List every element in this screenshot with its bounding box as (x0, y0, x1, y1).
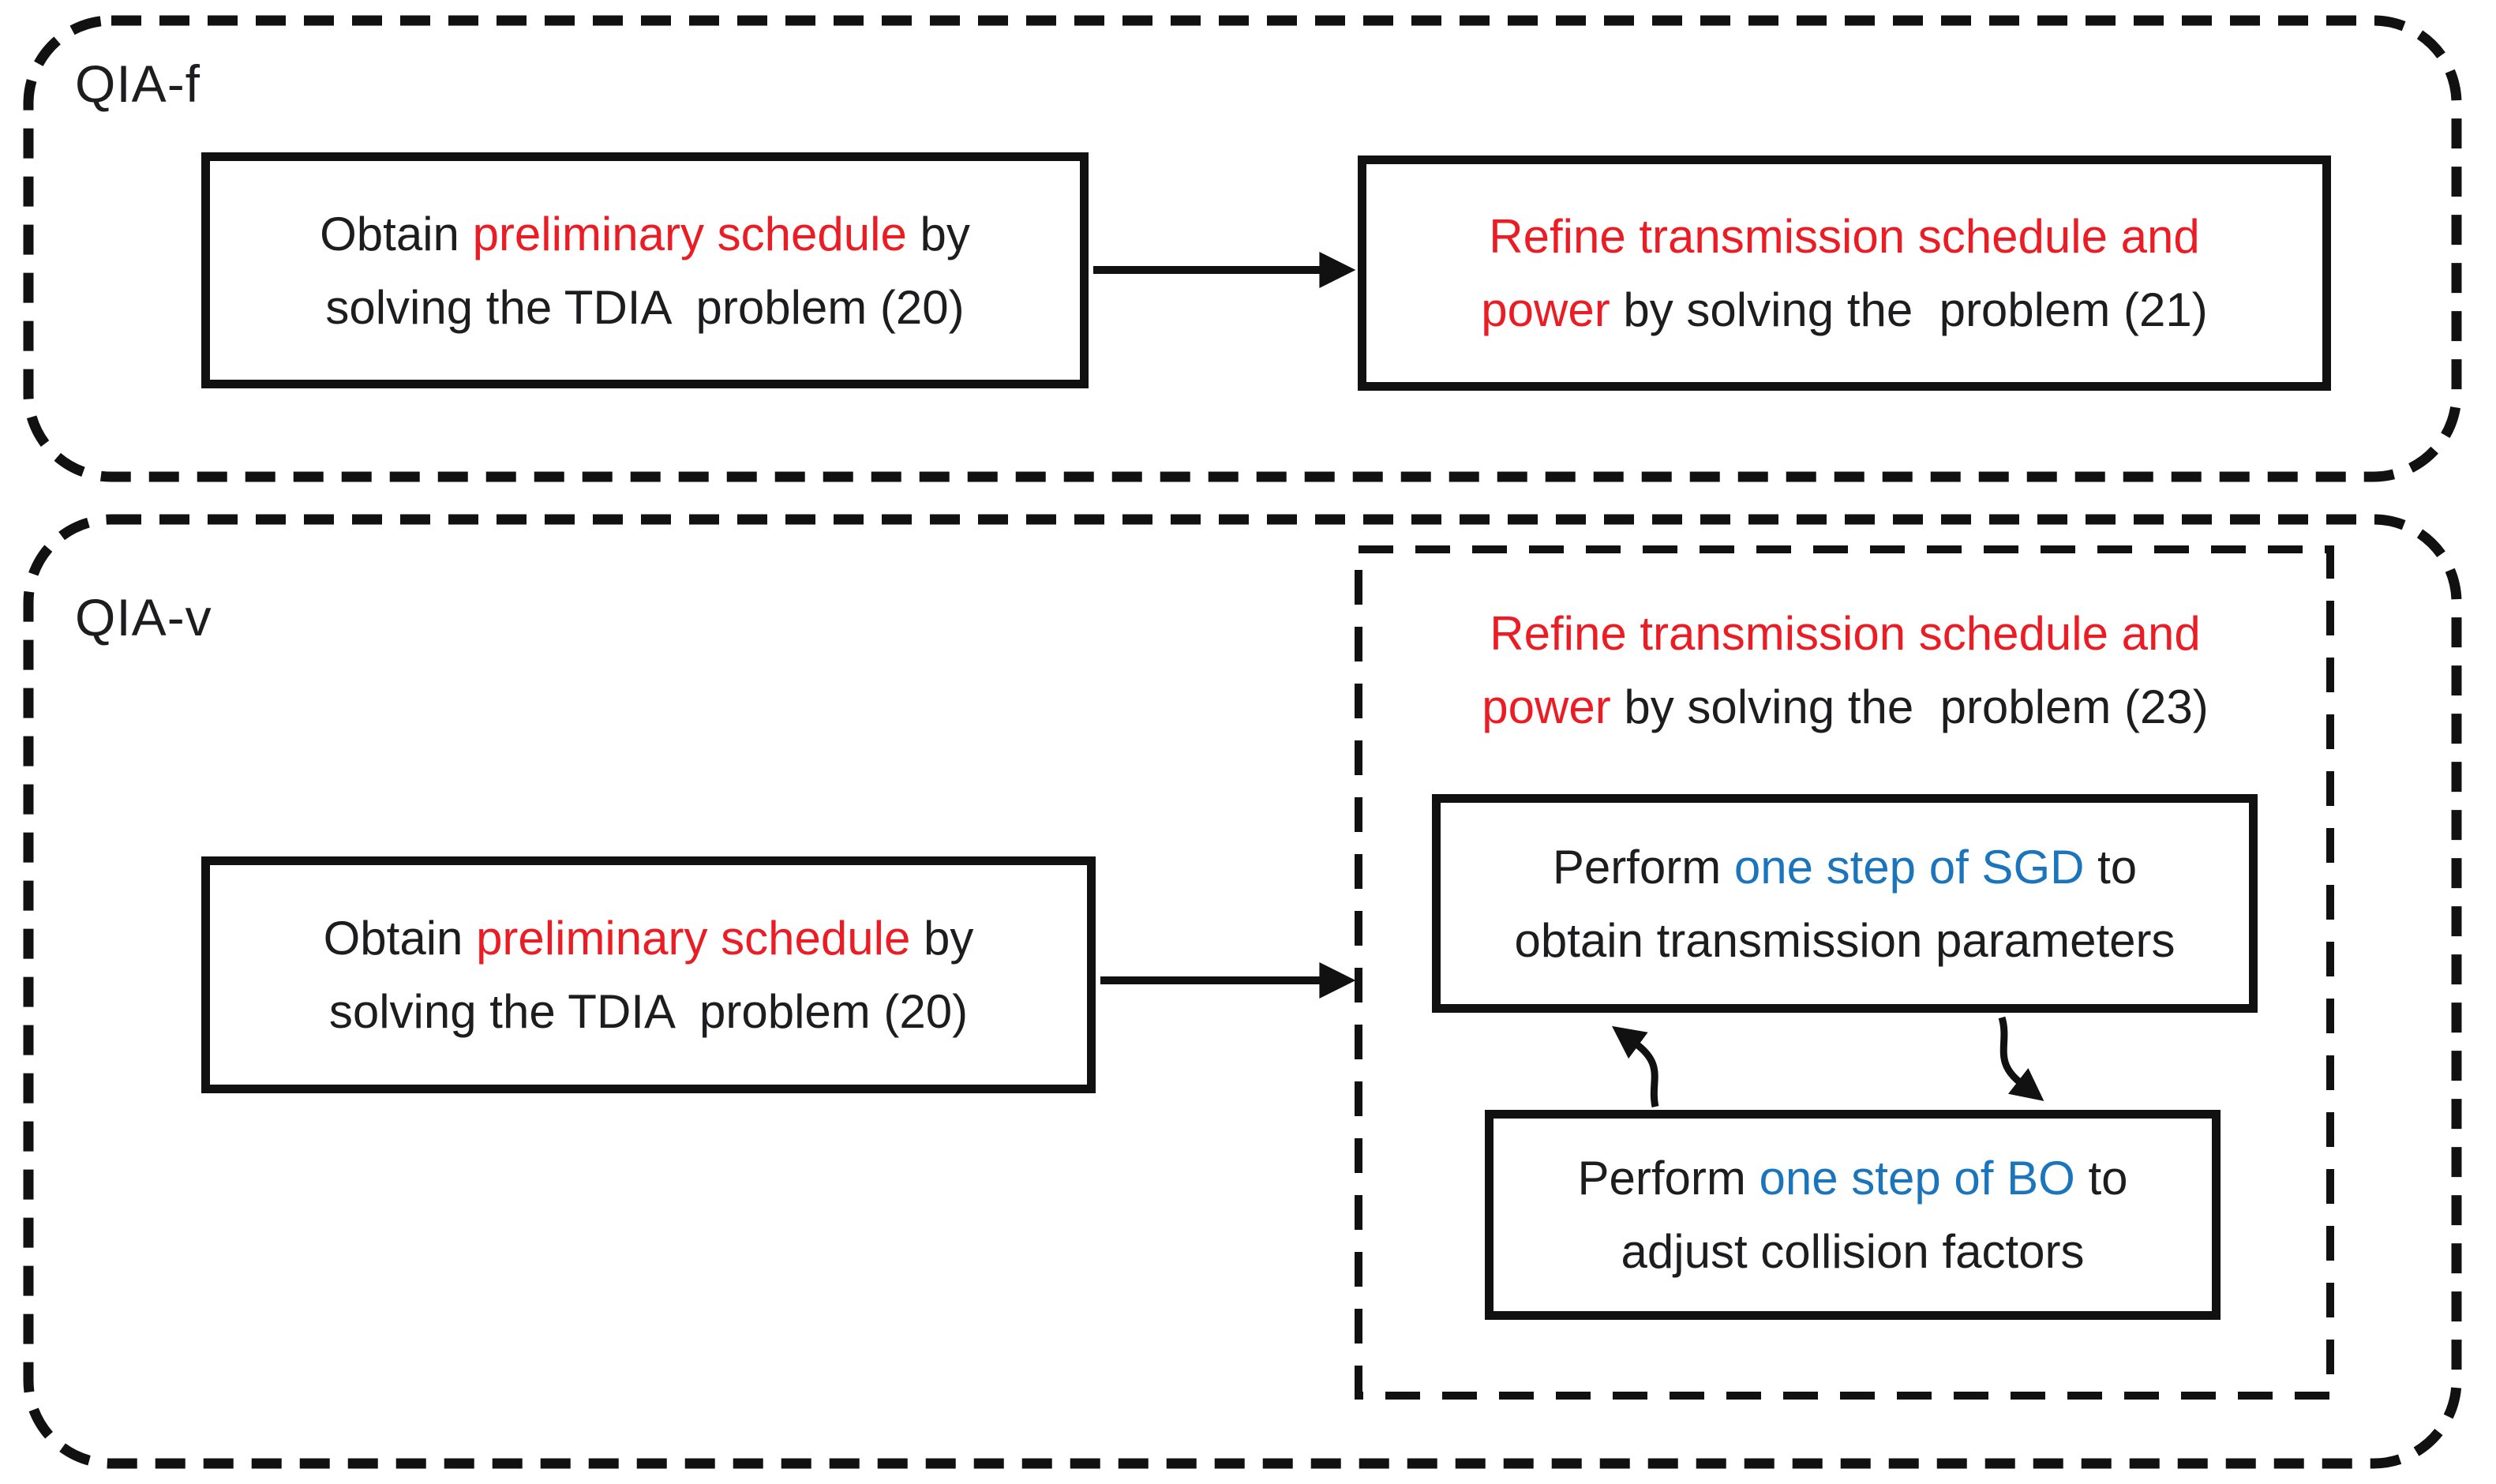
box-bo-step-line2: adjust collision factors (1621, 1225, 2085, 1278)
refine-subpanel-title-line2: power by solving the problem (23) (1482, 680, 2209, 733)
box-bo-step-line1: Perform one step of BO to (1577, 1152, 2128, 1205)
box-obtain-schedule-qia-v: Obtain preliminary schedule by solving t… (201, 856, 1096, 1093)
box-obtain-schedule-qia-f-line2: solving the TDIA problem (20) (325, 280, 965, 334)
qia-v-panel-border (23, 514, 2462, 1469)
refine-subpanel-border (1355, 545, 2334, 1400)
box-obtain-schedule-qia-f: Obtain preliminary schedule by solving t… (201, 152, 1089, 388)
box-refine-schedule-qia-f-line2: power by solving the problem (21) (1481, 283, 2208, 336)
box-obtain-schedule-qia-v-line2: solving the TDIA problem (20) (328, 985, 969, 1038)
arrow-bo-to-sgd (1612, 1025, 1659, 1107)
box-bo-step: Perform one step of BO to adjust collisi… (1485, 1110, 2221, 1320)
arrow-sgd-to-bo (1998, 1016, 2044, 1101)
qia-f-panel-border (23, 15, 2462, 482)
refine-subpanel-title-line1: Refine transmission schedule and (1490, 607, 2201, 660)
refine-subpanel-title: Refine transmission schedule and power b… (1377, 597, 2313, 744)
box-refine-schedule-qia-f-line1: Refine transmission schedule and (1489, 210, 2200, 263)
panel-label-qia-f: QIA-f (75, 54, 201, 113)
box-sgd-step-line1: Perform one step of SGD to (1552, 840, 2138, 894)
box-obtain-schedule-qia-v-line1: Obtain preliminary schedule by (323, 912, 974, 965)
box-sgd-step: Perform one step of SGD to obtain transm… (1432, 794, 2258, 1013)
panel-label-qia-v: QIA-v (75, 588, 212, 646)
box-refine-schedule-qia-f: Refine transmission schedule and power b… (1358, 156, 2331, 391)
box-sgd-step-line2: obtain transmission parameters (1514, 913, 2176, 967)
box-obtain-schedule-qia-f-line1: Obtain preliminary schedule by (320, 207, 970, 260)
